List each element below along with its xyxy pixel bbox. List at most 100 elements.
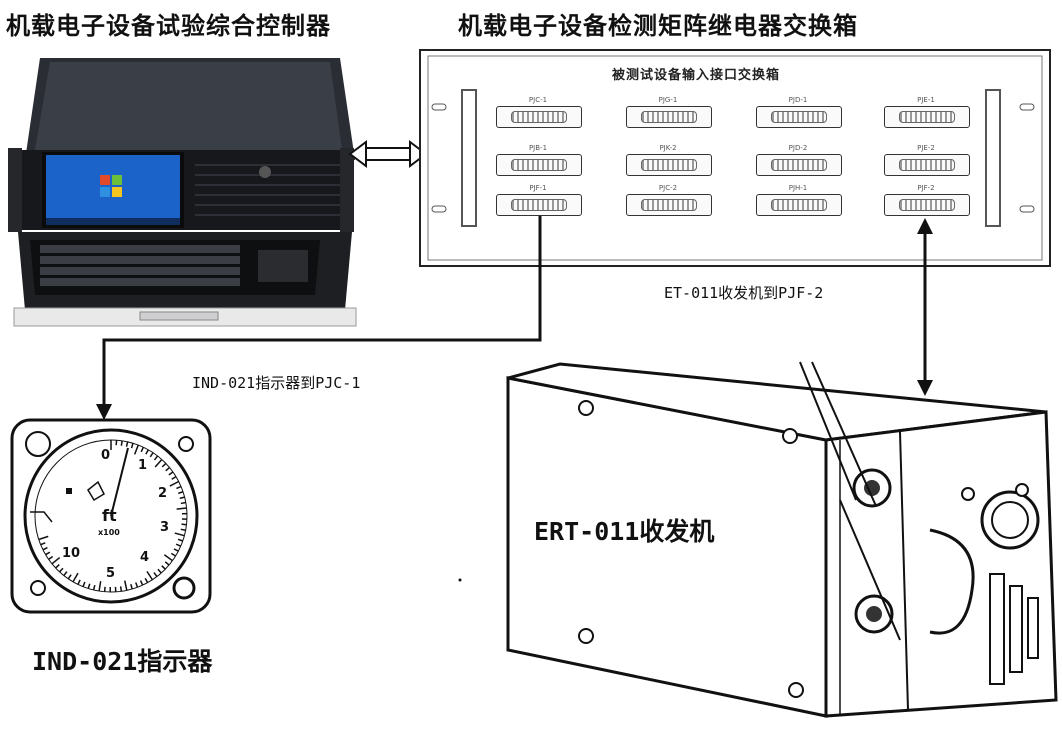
port-connector <box>626 194 712 216</box>
dial-unit: ft <box>102 506 117 525</box>
dial-tick <box>40 542 46 546</box>
dial-tick <box>92 584 96 591</box>
dial-tick <box>173 548 179 552</box>
dial-tick <box>161 462 167 468</box>
dial-tick <box>42 546 48 551</box>
port-connector <box>756 194 842 216</box>
dial-number-2: 2 <box>158 486 168 501</box>
dial-tick <box>72 572 79 583</box>
port-pins <box>641 159 697 171</box>
dial-tick <box>133 444 139 455</box>
controller-title: 机载电子设备试验综合控制器 <box>6 12 331 40</box>
dial-tick <box>130 443 134 449</box>
dial-tick <box>45 551 51 556</box>
dial-tick <box>181 523 187 526</box>
dial-tick <box>145 449 149 455</box>
port-label: PJH-1 <box>788 184 808 192</box>
dial-tick <box>176 507 187 510</box>
port-pins <box>511 111 567 123</box>
port-label: PJC-2 <box>658 184 678 192</box>
transceiver-label: ERT-011收发机 <box>534 517 715 546</box>
port-pins <box>641 199 697 211</box>
port-pins <box>899 199 955 211</box>
port-pins <box>511 199 567 211</box>
dial-tick <box>176 485 182 490</box>
et-connection-line <box>917 218 933 396</box>
dial-tick <box>161 565 166 570</box>
controller-computer <box>8 58 357 327</box>
dial-tick <box>154 459 163 468</box>
dial-tick <box>82 581 86 587</box>
dial-tick <box>87 583 91 589</box>
dial-tick <box>153 572 158 577</box>
dial-tick <box>67 574 72 580</box>
dial-tick <box>119 586 123 592</box>
port-label: PJB-1 <box>528 144 548 152</box>
dial-tick <box>77 579 81 585</box>
port-pins <box>641 111 697 123</box>
panel-title: 被测试设备输入接口交换箱 <box>612 68 781 83</box>
dial-tick <box>48 555 54 560</box>
dial-tick <box>135 582 139 588</box>
dial-tick <box>179 496 185 500</box>
port-pins <box>771 199 827 211</box>
et-connection-label: ET-011收发机到PJF-2 <box>664 284 824 302</box>
dial-tick <box>98 581 102 592</box>
dial-tick <box>178 491 184 495</box>
dial-tick <box>130 583 133 590</box>
dial-tick <box>170 552 176 557</box>
port-connector <box>626 106 712 128</box>
dial-tick <box>163 554 173 562</box>
dial-tick <box>51 556 61 565</box>
dial-tick <box>180 501 186 505</box>
port-connector <box>884 194 970 216</box>
dial-tick <box>140 446 145 453</box>
dial-tick <box>177 538 184 542</box>
controller-link-arrow <box>348 140 428 168</box>
dial-number-3: 3 <box>160 520 170 535</box>
dial-tick <box>38 535 49 541</box>
dial-number-10: 10 <box>62 546 81 561</box>
port-label: PJK-2 <box>659 144 677 152</box>
dial-tick <box>149 452 154 458</box>
port-label: PJE-2 <box>917 144 935 152</box>
dial-tick <box>123 580 128 591</box>
port-connector <box>496 194 582 216</box>
port-pins <box>771 159 827 171</box>
port-connector <box>496 106 582 128</box>
port-label: PJD-2 <box>788 144 808 152</box>
transceiver-device <box>458 361 1058 718</box>
dial-tick <box>157 568 162 574</box>
dial-tick <box>175 543 182 547</box>
port-label: PJF-2 <box>917 184 935 192</box>
indicator-label: IND-021指示器 <box>32 647 213 676</box>
dial-tick <box>59 567 64 573</box>
port-label: PJF-1 <box>529 184 547 192</box>
dial-tick <box>165 466 171 472</box>
port-connector <box>884 154 970 176</box>
port-label: PJC-1 <box>528 96 548 104</box>
dial-tick <box>139 580 144 586</box>
port-label: PJG-1 <box>658 96 678 104</box>
port-label: PJE-1 <box>917 96 935 104</box>
port-pins <box>899 111 955 123</box>
dial-tick <box>164 561 170 566</box>
port-pins <box>771 111 827 123</box>
dial-tick <box>55 564 60 569</box>
dial-tick <box>153 455 159 461</box>
dial-tick <box>174 532 185 537</box>
dial-number-5: 5 <box>106 566 116 581</box>
dial-number-4: 4 <box>140 550 150 565</box>
dial-tick <box>171 475 177 480</box>
ind-connection-line <box>96 210 542 420</box>
dial-tick <box>120 440 123 446</box>
dial-tick <box>146 570 154 581</box>
port-connector <box>756 106 842 128</box>
dial-tick <box>168 471 174 476</box>
indicator-device <box>10 418 212 614</box>
port-connector <box>496 154 582 176</box>
port-connector <box>756 154 842 176</box>
dial-tick <box>180 528 186 531</box>
dial-unit-sub: x100 <box>98 528 120 537</box>
